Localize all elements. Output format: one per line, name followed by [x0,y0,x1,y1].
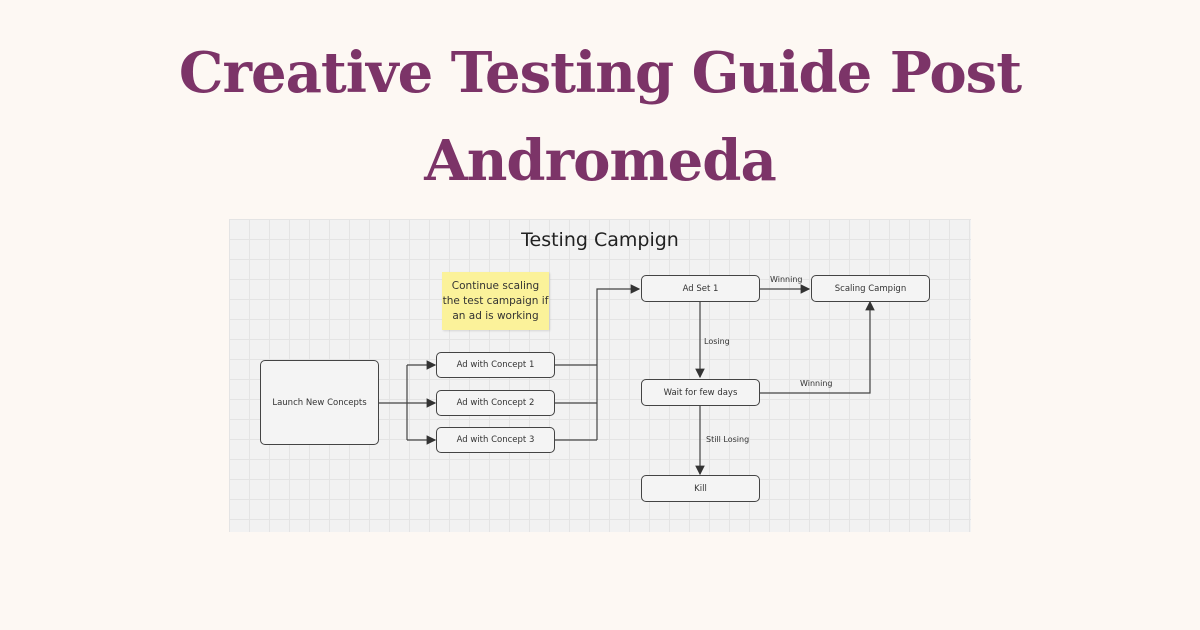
node-ad-concept-3: Ad with Concept 3 [436,427,555,453]
node-kill: Kill [641,475,760,502]
edge-label-winning-2: Winning [800,379,833,388]
edge-label-losing: Losing [704,337,730,346]
edge-label-still-losing: Still Losing [706,435,750,444]
diagram-edges [379,284,875,476]
node-scaling-campaign: Scaling Campign [811,275,930,302]
node-wait-few-days: Wait for few days [641,379,760,406]
page-title-line2: Andromeda [424,128,777,194]
node-ad-set-1: Ad Set 1 [641,275,760,302]
diagram-canvas: Testing Campign [229,219,971,532]
edge-label-winning-1: Winning [770,275,803,284]
node-launch-new-concepts: Launch New Concepts [260,360,379,445]
node-ad-concept-2: Ad with Concept 2 [436,390,555,416]
node-ad-concept-1: Ad with Concept 1 [436,352,555,378]
diagram-title: Testing Campign [521,229,679,251]
page-title-line1: Creative Testing Guide Post [178,40,1022,106]
sticky-note: Continue scaling the test campaign if an… [442,272,549,330]
